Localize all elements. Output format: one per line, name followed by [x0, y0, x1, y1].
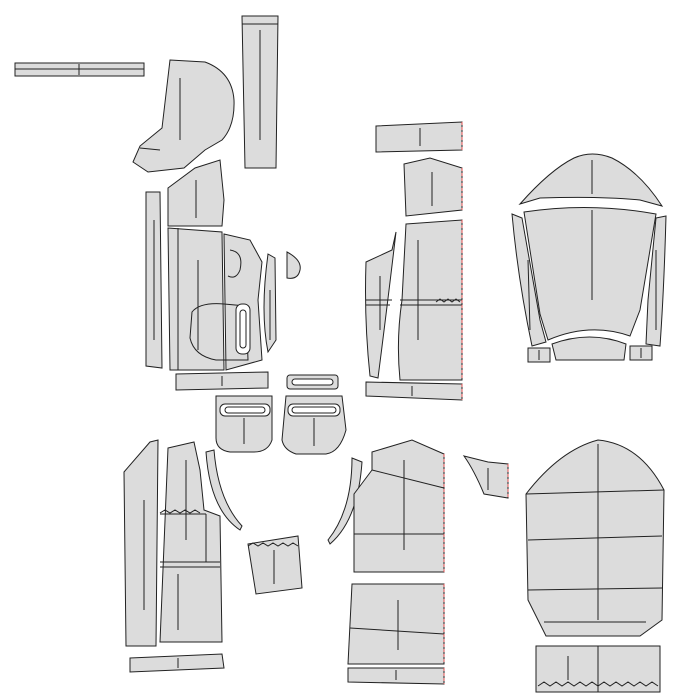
pocket-bag-right[interactable]: [281, 395, 347, 455]
lining-curve-left[interactable]: [205, 449, 243, 531]
lining-hem-back[interactable]: [347, 667, 445, 685]
sleeve-cap[interactable]: [518, 153, 664, 207]
lining-sleeve[interactable]: [525, 439, 665, 637]
sleeve-body[interactable]: [523, 206, 657, 341]
back-neck-band[interactable]: [375, 121, 463, 153]
waistband-strip[interactable]: [14, 62, 145, 77]
sleeve-lower[interactable]: [551, 336, 627, 361]
sleeve-cuff-left[interactable]: [527, 347, 551, 363]
pocket-flap-small[interactable]: [286, 251, 301, 279]
lining-front-strip[interactable]: [123, 439, 159, 647]
pocket-welt-small[interactable]: [286, 374, 339, 390]
lining-back-lower[interactable]: [347, 583, 445, 665]
lining-collar-piece[interactable]: [462, 455, 509, 499]
sleeve-side-right[interactable]: [645, 215, 667, 347]
back-panel[interactable]: [397, 219, 463, 381]
upper-back-yoke[interactable]: [167, 159, 225, 227]
sleeve-cuff-right[interactable]: [629, 345, 653, 361]
pocket-bag-left[interactable]: [215, 395, 273, 453]
back-side-panel[interactable]: [365, 231, 397, 379]
sleeve-side-left[interactable]: [511, 213, 547, 347]
front-hem-band[interactable]: [175, 371, 269, 391]
front-side-curve[interactable]: [263, 253, 277, 354]
lining-pocket[interactable]: [247, 535, 303, 595]
lining-front[interactable]: [159, 441, 223, 643]
lining-sleeve-cuff[interactable]: [535, 645, 661, 693]
lining-hem-left[interactable]: [129, 653, 225, 673]
back-hem-band[interactable]: [365, 381, 463, 401]
front-side-panel[interactable]: [189, 233, 263, 371]
back-yoke[interactable]: [403, 157, 463, 217]
hood-side[interactable]: [132, 59, 235, 173]
front-panel[interactable]: [167, 227, 225, 371]
hood-center-strip[interactable]: [241, 15, 279, 169]
lining-back-upper[interactable]: [353, 439, 445, 573]
front-facing[interactable]: [145, 191, 163, 369]
